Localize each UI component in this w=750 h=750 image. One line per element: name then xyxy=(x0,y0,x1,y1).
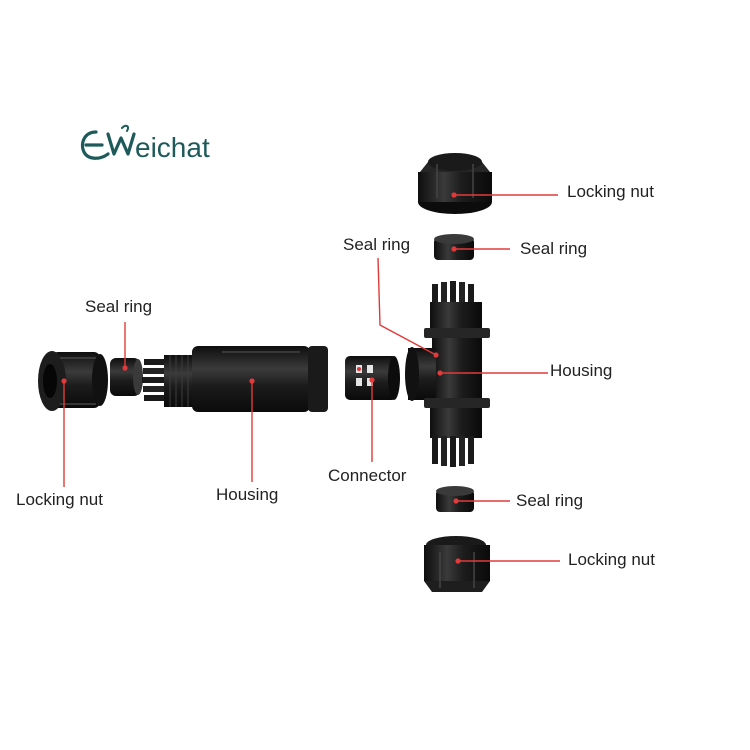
dot-housing-tee xyxy=(437,370,443,376)
label-locking-nut-top: Locking nut xyxy=(567,182,654,201)
dot-locking-nut-bottom xyxy=(455,558,461,564)
dot-seal-ring-top-right xyxy=(451,246,457,252)
label-housing-left: Housing xyxy=(216,485,279,504)
seal-ring-top xyxy=(434,234,474,260)
brand-wordmark: eichat xyxy=(135,132,210,163)
label-seal-ring-left: Seal ring xyxy=(85,297,153,316)
label-locking-nut-bottom: Locking nut xyxy=(568,550,655,569)
locking-nut-bottom xyxy=(424,536,490,592)
label-connector: Connector xyxy=(328,466,407,485)
seal-ring-left xyxy=(110,358,143,396)
dot-seal-ring-left xyxy=(122,365,128,371)
brand-logo: eichat xyxy=(78,124,243,168)
tee-top-fingers xyxy=(432,281,474,306)
label-locking-nut-left: Locking nut xyxy=(16,490,103,509)
label-housing-tee: Housing xyxy=(550,361,613,380)
label-seal-ring-top-left: Seal ring xyxy=(343,235,411,254)
leader-seal-ring-top-left xyxy=(377,257,437,356)
brand-logo-mark: eichat xyxy=(80,124,210,163)
dot-locking-nut-top xyxy=(451,192,457,198)
dot-locking-nut-left xyxy=(61,378,67,384)
locking-nut-top xyxy=(418,153,492,214)
tee-bottom-fingers xyxy=(432,436,474,467)
tee-housing xyxy=(405,281,490,467)
dot-connector xyxy=(369,377,375,383)
leader-dots xyxy=(61,192,461,564)
dot-housing-left xyxy=(249,378,255,384)
dot-seal-ring-bottom xyxy=(453,498,459,504)
locking-nut-left xyxy=(38,351,108,411)
leader-lines xyxy=(63,194,560,562)
straight-housing xyxy=(142,346,328,412)
connector xyxy=(345,356,400,400)
label-seal-ring-top-right: Seal ring xyxy=(520,239,588,258)
dot-seal-ring-top-left xyxy=(433,352,439,358)
straight-housing-fingers xyxy=(142,359,166,401)
label-seal-ring-bottom: Seal ring xyxy=(516,491,584,510)
